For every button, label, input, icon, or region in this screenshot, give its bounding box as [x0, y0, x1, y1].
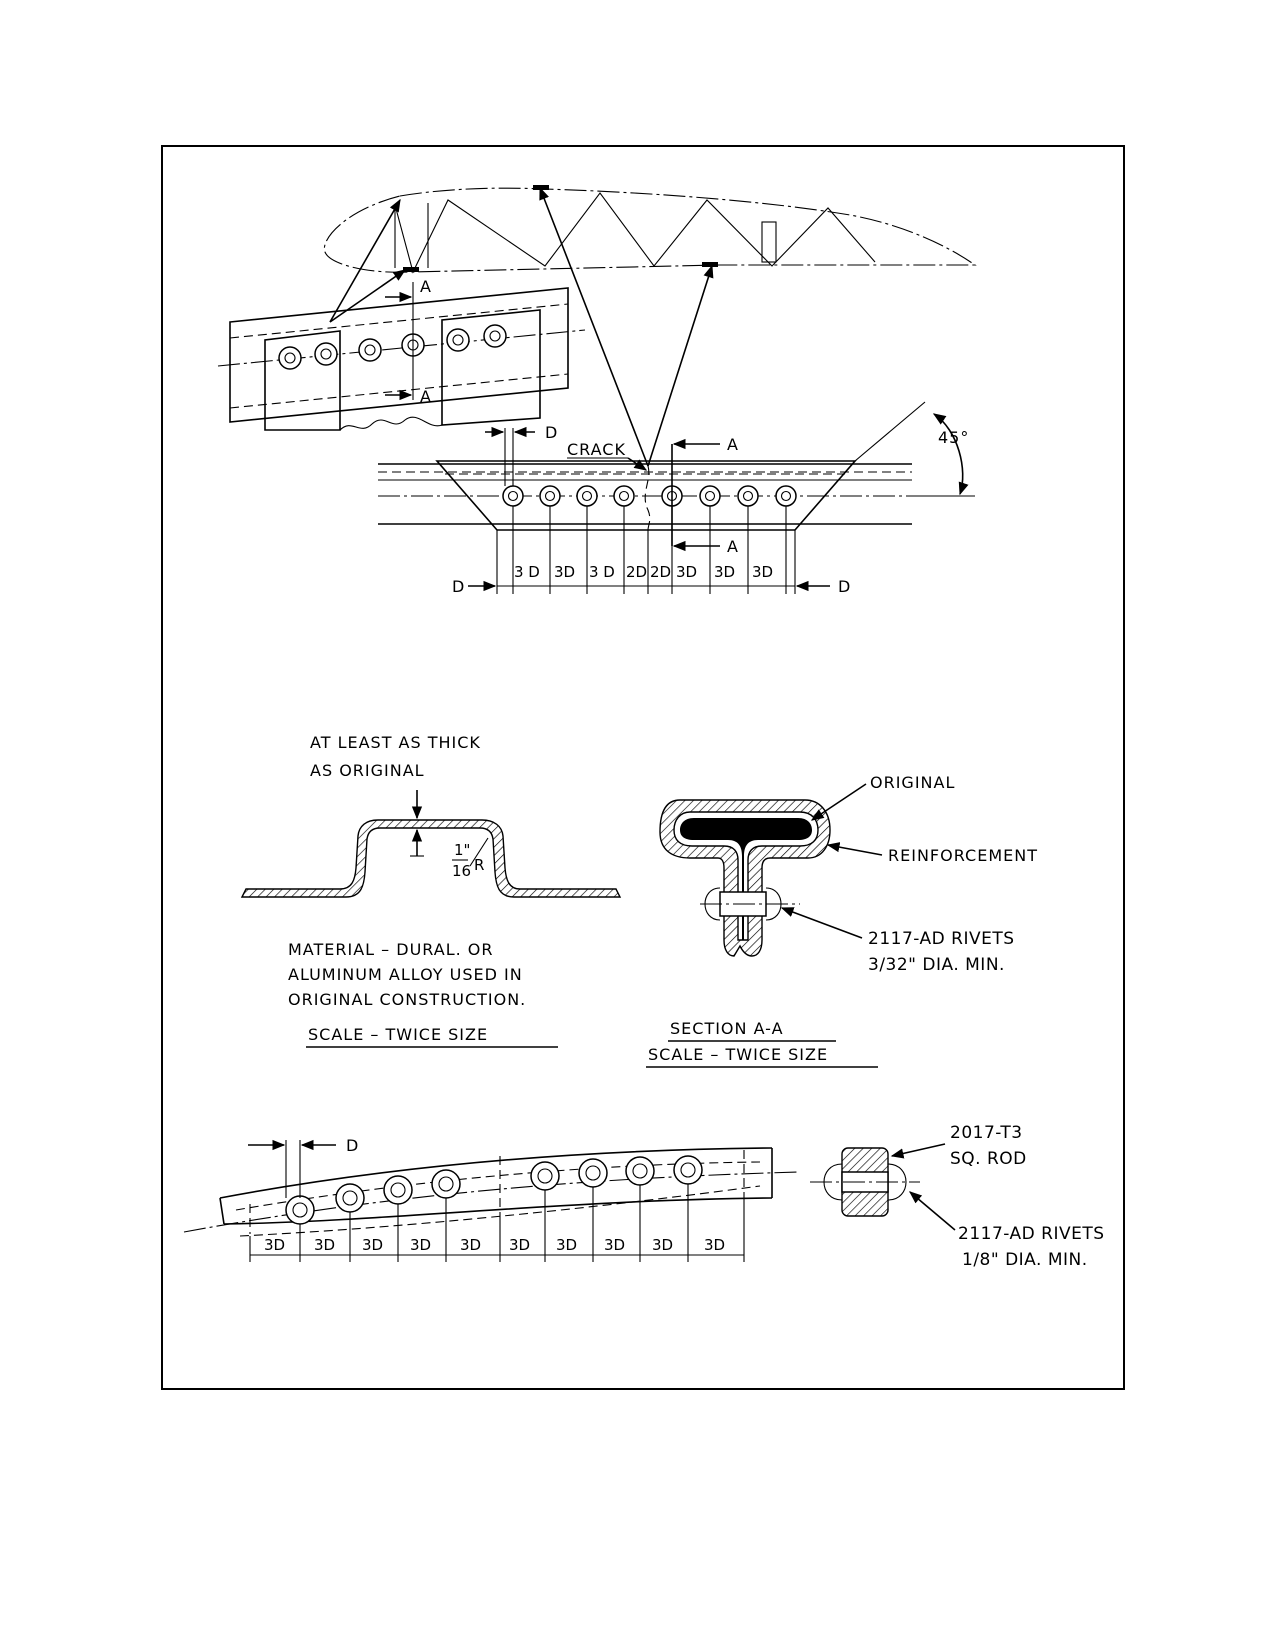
section-marker-a3: A	[727, 435, 739, 454]
thickness-note-line1: AT LEAST AS THICK	[310, 733, 481, 752]
section-marker-a4: A	[727, 537, 739, 556]
square-rod-detail: 2017-T3 SQ. ROD 2117-AD RIVETS 1/8" DIA.…	[810, 1123, 1105, 1270]
section-marker-a1: A	[420, 277, 432, 296]
edge-distance-left: D	[452, 577, 465, 596]
reinforcement-label: REINFORCEMENT	[888, 846, 1038, 865]
edge-distance-top: D	[545, 423, 558, 442]
curved-spacing-7: 3D	[556, 1236, 577, 1254]
curved-spacing-2: 3D	[314, 1236, 335, 1254]
curved-spacing-3: 3D	[362, 1236, 383, 1254]
scale-label-right: SCALE – TWICE SIZE	[648, 1045, 828, 1064]
curved-spacing-1: 3D	[264, 1236, 285, 1254]
spacing-label-7: 3D	[714, 563, 735, 581]
spacing-label-6: 3D	[676, 563, 697, 581]
section-a-a-view: ORIGINAL REINFORCEMENT 2117-AD RIVETS 3/…	[646, 773, 1038, 1068]
section-title: SECTION A-A	[670, 1019, 784, 1038]
spacing-label-8: 3D	[752, 563, 773, 581]
curved-spacing-10: 3D	[704, 1236, 725, 1254]
curved-dimension-lines	[249, 1184, 745, 1262]
wing-rib-profile	[323, 185, 977, 467]
truss-member-detail: A A	[217, 277, 586, 431]
section-marker-a2: A	[420, 387, 432, 406]
spacing-label-5: 2D	[650, 563, 671, 581]
radius-numerator: 1"	[454, 841, 470, 859]
edge-distance-curved: D	[346, 1136, 359, 1155]
curved-spacing-6: 3D	[509, 1236, 530, 1254]
scale-label-left: SCALE – TWICE SIZE	[308, 1025, 488, 1044]
material-line3: ORIGINAL CONSTRUCTION.	[288, 990, 526, 1009]
angle-label: 45°	[938, 428, 969, 447]
rod-line2: SQ. ROD	[950, 1149, 1027, 1169]
drawing-frame	[161, 145, 1125, 1390]
material-line2: ALUMINUM ALLOY USED IN	[288, 965, 523, 984]
curved-spacing-5: 3D	[460, 1236, 481, 1254]
radius-suffix: R	[474, 856, 484, 874]
original-label: ORIGINAL	[870, 773, 955, 792]
material-line1: MATERIAL – DURAL. OR	[288, 940, 494, 959]
spacing-label-4: 2D	[626, 563, 647, 581]
radius-denominator: 16	[452, 862, 471, 880]
spacing-label-1: 3 D	[514, 563, 540, 581]
rod-line1: 2017-T3	[950, 1123, 1023, 1143]
curved-spacing-9: 3D	[652, 1236, 673, 1254]
thickness-note-line2: AS ORIGINAL	[310, 761, 425, 780]
spacing-label-2: 3D	[554, 563, 575, 581]
rivets-a-line1: 2117-AD RIVETS	[868, 929, 1015, 949]
crack-label: CRACK	[567, 440, 626, 459]
rivets-b-line2: 1/8" DIA. MIN.	[962, 1250, 1088, 1270]
rivets-a-line2: 3/32" DIA. MIN.	[868, 955, 1005, 975]
edge-distance-right: D	[838, 577, 851, 596]
dimension-extension-lines	[496, 506, 796, 594]
hat-section-reinforcement: AT LEAST AS THICK AS ORIGINAL 1" 16 R MA…	[240, 733, 622, 1048]
curved-member-repair: 3D 3D 3D 3D 3D 3D 3D 3D 3D 3D D	[183, 1136, 801, 1262]
curved-spacing-4: 3D	[410, 1236, 431, 1254]
spacing-label-3: 3 D	[589, 563, 615, 581]
rivet-row-truss	[278, 324, 507, 370]
curved-spacing-8: 3D	[604, 1236, 625, 1254]
crack-repair-strip: 3 D 3D 3 D 2D 2D 3D 3D 3D D D D CRACK A …	[378, 401, 975, 596]
rivets-b-line1: 2117-AD RIVETS	[958, 1224, 1105, 1244]
